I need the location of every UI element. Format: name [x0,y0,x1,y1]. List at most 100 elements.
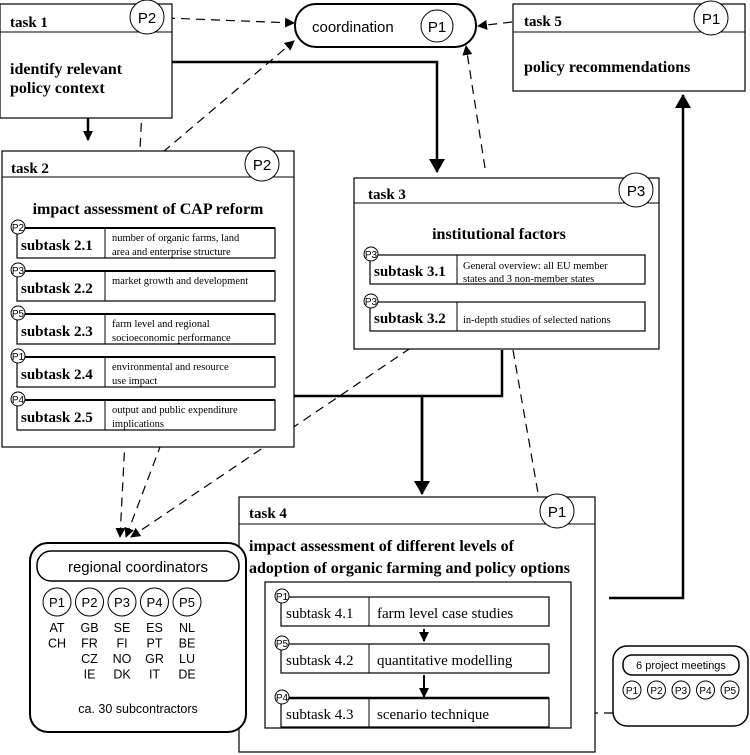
partner-badge: P1 [548,504,566,521]
task1-line: policy context [10,80,105,97]
coordination-label: coordination [312,19,394,36]
country-code: CH [48,637,66,651]
task4-heading-line: impact assessment of different levels of [249,538,515,555]
subtask-label: subtask 4.1 [286,606,354,622]
task2-title: task 2 [11,161,49,177]
task1-box[interactable]: task 1 P2 identify relevant policy conte… [0,0,173,119]
subtask-label: subtask 2.3 [21,324,93,340]
country-code: DK [113,668,131,682]
task2-box[interactable]: task 2 P2 impact assessment of CAP refor… [1,146,295,448]
connectors [83,17,691,718]
subtask-desc: environmental and resource [112,362,229,373]
subtask-desc: in-depth studies of selected nations [463,315,611,326]
subtask-row[interactable]: P1 subtask 2.4 environmental and resource u… [10,348,276,388]
partner-badge: P2 [82,595,98,610]
country-code: AT [49,621,64,635]
country-code: IE [84,668,96,682]
arrow-task4-to-task5 [609,94,691,600]
subtask-row[interactable]: P3 subtask 2.2 market growth and developme… [10,262,276,302]
subtask-row[interactable]: P2 subtask 2.1 number of organic farms, la… [10,219,276,259]
country-code: NO [113,652,132,666]
partner-badge: P1 [626,686,639,697]
connector-task3-to-task4 [422,350,504,398]
partner-badge: P5 [276,639,289,650]
country-code: IT [149,668,160,682]
subtask-desc: implications [112,419,164,430]
dashed-task3-to-regional [130,196,635,538]
country-code: LU [179,652,195,666]
partner-badge: P1 [702,11,720,28]
partner-badge: P4 [12,395,25,406]
subtask-label: subtask 4.2 [286,653,354,669]
task5-title: task 5 [524,14,562,30]
subtask-desc: use impact [112,376,157,387]
subtask-label: subtask 2.4 [21,367,93,383]
subtask-row[interactable]: P1 subtask 4.1 farm level case studies [274,588,550,627]
subtask-desc: number of organic farms, land [112,233,240,244]
subtask-label: subtask 2.5 [21,410,93,426]
partner-badge: P2 [12,223,25,234]
task5-box[interactable]: task 5 P1 policy recommendations [512,0,746,92]
subtask-row[interactable]: P4 subtask 4.3 scenario technique [274,689,550,728]
partner-badge: P5 [12,309,25,320]
country-code: FR [81,637,98,651]
meetings-title: 6 project meetings [636,660,726,672]
subtask-desc: area and enterprise structure [112,247,231,258]
subtask-label: subtask 2.1 [21,238,93,254]
partner-badge: P4 [276,693,289,704]
country-code: GB [80,621,98,635]
subtask-label: subtask 2.2 [21,281,93,297]
task1-title: task 1 [10,15,48,31]
task3-title: task 3 [368,187,406,203]
partner-badge: P3 [675,686,688,697]
subtask-desc: socioeconomic performance [112,333,231,344]
coordination-node[interactable]: coordination P1 [294,3,477,48]
subtask-row[interactable]: P4 subtask 2.5 output and public expenditu… [10,391,276,431]
task4-box[interactable]: task 4 P1 impact assessment of different… [238,493,596,753]
regional-title: regional coordinators [68,559,208,576]
partner-badge: P2 [138,10,156,27]
subtask-desc: quantitative modelling [377,653,513,669]
task4-title: task 4 [249,506,287,522]
regional-coordinators-box[interactable]: regional coordinators P1ATCHP2GBFRCZIEP3… [29,542,247,733]
partner-badge: P3 [365,250,378,261]
subtask-desc: output and public expenditure [112,405,238,416]
subtask-desc: farm level case studies [377,606,513,622]
country-code: CZ [81,652,98,666]
country-code: ES [146,621,163,635]
dashed-task1-to-regional [115,32,147,538]
task3-box[interactable]: task 3 P3 institutional factors P3subtas… [353,172,660,350]
task1-line: identify relevant [10,61,123,78]
partner-badge: P3 [12,266,25,277]
partner-badge: P1 [276,592,289,603]
dashed-task3-to-task4 [512,349,539,494]
country-code: DE [178,668,195,682]
partner-badge: P1 [12,352,25,363]
partner-badge: P5 [179,595,195,610]
country-code: NL [179,621,195,635]
partner-badge: P4 [699,686,712,697]
dashed-task5-to-coordination [477,19,513,30]
dashed-task1-to-coordination [165,17,295,28]
subtask-desc: market growth and development [112,276,248,287]
country-code: BE [179,637,196,651]
task5-body: policy recommendations [524,59,690,76]
subtask-label: subtask 4.3 [286,707,354,723]
subtask-desc: scenario technique [377,707,489,723]
task4-heading-line: adoption of organic farming and policy o… [249,560,570,577]
partner-badge: P2 [253,157,271,174]
subtask-row[interactable]: P5 subtask 4.2 quantitative modelling [274,635,550,674]
subtask-label: subtask 3.1 [374,264,446,280]
partner-badge: P1 [49,595,65,610]
partner-badge: P2 [650,686,663,697]
